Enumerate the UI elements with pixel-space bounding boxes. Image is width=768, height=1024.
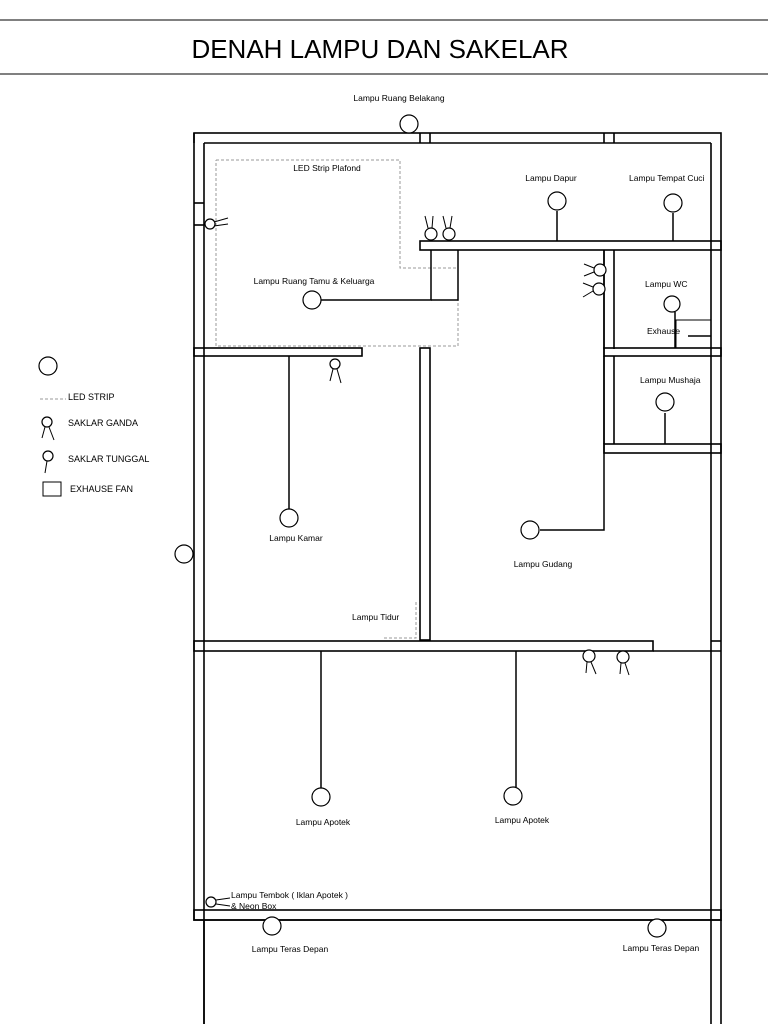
switch-double-kitchen (424, 215, 456, 241)
lamp-mushala (655, 392, 675, 412)
switch-double-kamar (329, 358, 342, 384)
lamp-apotek-2 (503, 786, 523, 806)
label-tidur: Lampu Tidur (352, 612, 399, 622)
legend-lamp-icon (38, 356, 58, 376)
title-block: DENAH LAMPU DAN SAKELAR (0, 19, 768, 75)
legend: LED STRIP SAKLAR GANDA SAKLAR TUNGGAL EX… (38, 356, 149, 497)
switch-double-front (582, 649, 630, 676)
label-teras-2: Lampu Teras Depan (623, 943, 700, 953)
label-dapur: Lampu Dapur (525, 173, 577, 183)
label-gudang: Lampu Gudang (514, 559, 573, 569)
lamp-ruang-belakang (399, 114, 419, 134)
switch-double-wc (582, 263, 607, 298)
lamp-apotek-1 (311, 787, 331, 807)
label-tembok-1: Lampu Tembok ( Iklan Apotek ) (231, 890, 348, 900)
switch-single-left (204, 217, 229, 230)
lamp-tempat-cuci (663, 193, 683, 213)
legend-fan: EXHAUSE FAN (70, 484, 133, 494)
legend-led: LED STRIP (68, 392, 115, 402)
label-tempat-cuci: Lampu Tempat Cuci (629, 173, 705, 183)
lamp-teras-2 (647, 918, 667, 938)
lamp-dapur (547, 191, 567, 211)
label-kamar: Lampu Kamar (269, 533, 323, 543)
legend-single-switch-icon (42, 450, 54, 474)
label-tembok-2: & Neon Box (231, 901, 277, 911)
page-title: DENAH LAMPU DAN SAKELAR (191, 34, 568, 64)
legend-tunggal: SAKLAR TUNGGAL (68, 454, 149, 464)
label-ruang-belakang: Lampu Ruang Belakang (353, 93, 444, 103)
label-ruang-tamu: Lampu Ruang Tamu & Keluarga (254, 276, 375, 286)
lamp-ruang-tamu (302, 290, 322, 310)
label-apotek-2: Lampu Apotek (495, 815, 550, 825)
legend-ganda: SAKLAR GANDA (68, 418, 138, 428)
wiring (288, 211, 711, 788)
label-led-plafond: LED Strip Plafond (293, 163, 361, 173)
label-teras-1: Lampu Teras Depan (252, 944, 329, 954)
switch-single-bottom (205, 896, 231, 908)
legend-double-switch-icon (41, 416, 55, 441)
label-wc: Lampu WC (645, 279, 688, 289)
lamp-wc (663, 295, 681, 313)
label-mushala: Lampu Mushaja (640, 375, 701, 385)
lamp-teras-1 (262, 916, 282, 936)
legend-fan-icon (42, 481, 62, 497)
lamp-gudang (520, 520, 540, 540)
room-labels: Lampu Ruang Belakang LED Strip Plafond L… (231, 93, 705, 954)
led-strip (215, 159, 459, 639)
lamp-outside-left (174, 544, 194, 564)
lamps (174, 114, 683, 938)
lamp-kamar (279, 508, 299, 528)
exhaust-fan-box (675, 319, 712, 349)
label-exhause: Exhause (647, 326, 680, 336)
label-apotek-1: Lampu Apotek (296, 817, 351, 827)
switches (204, 215, 630, 908)
